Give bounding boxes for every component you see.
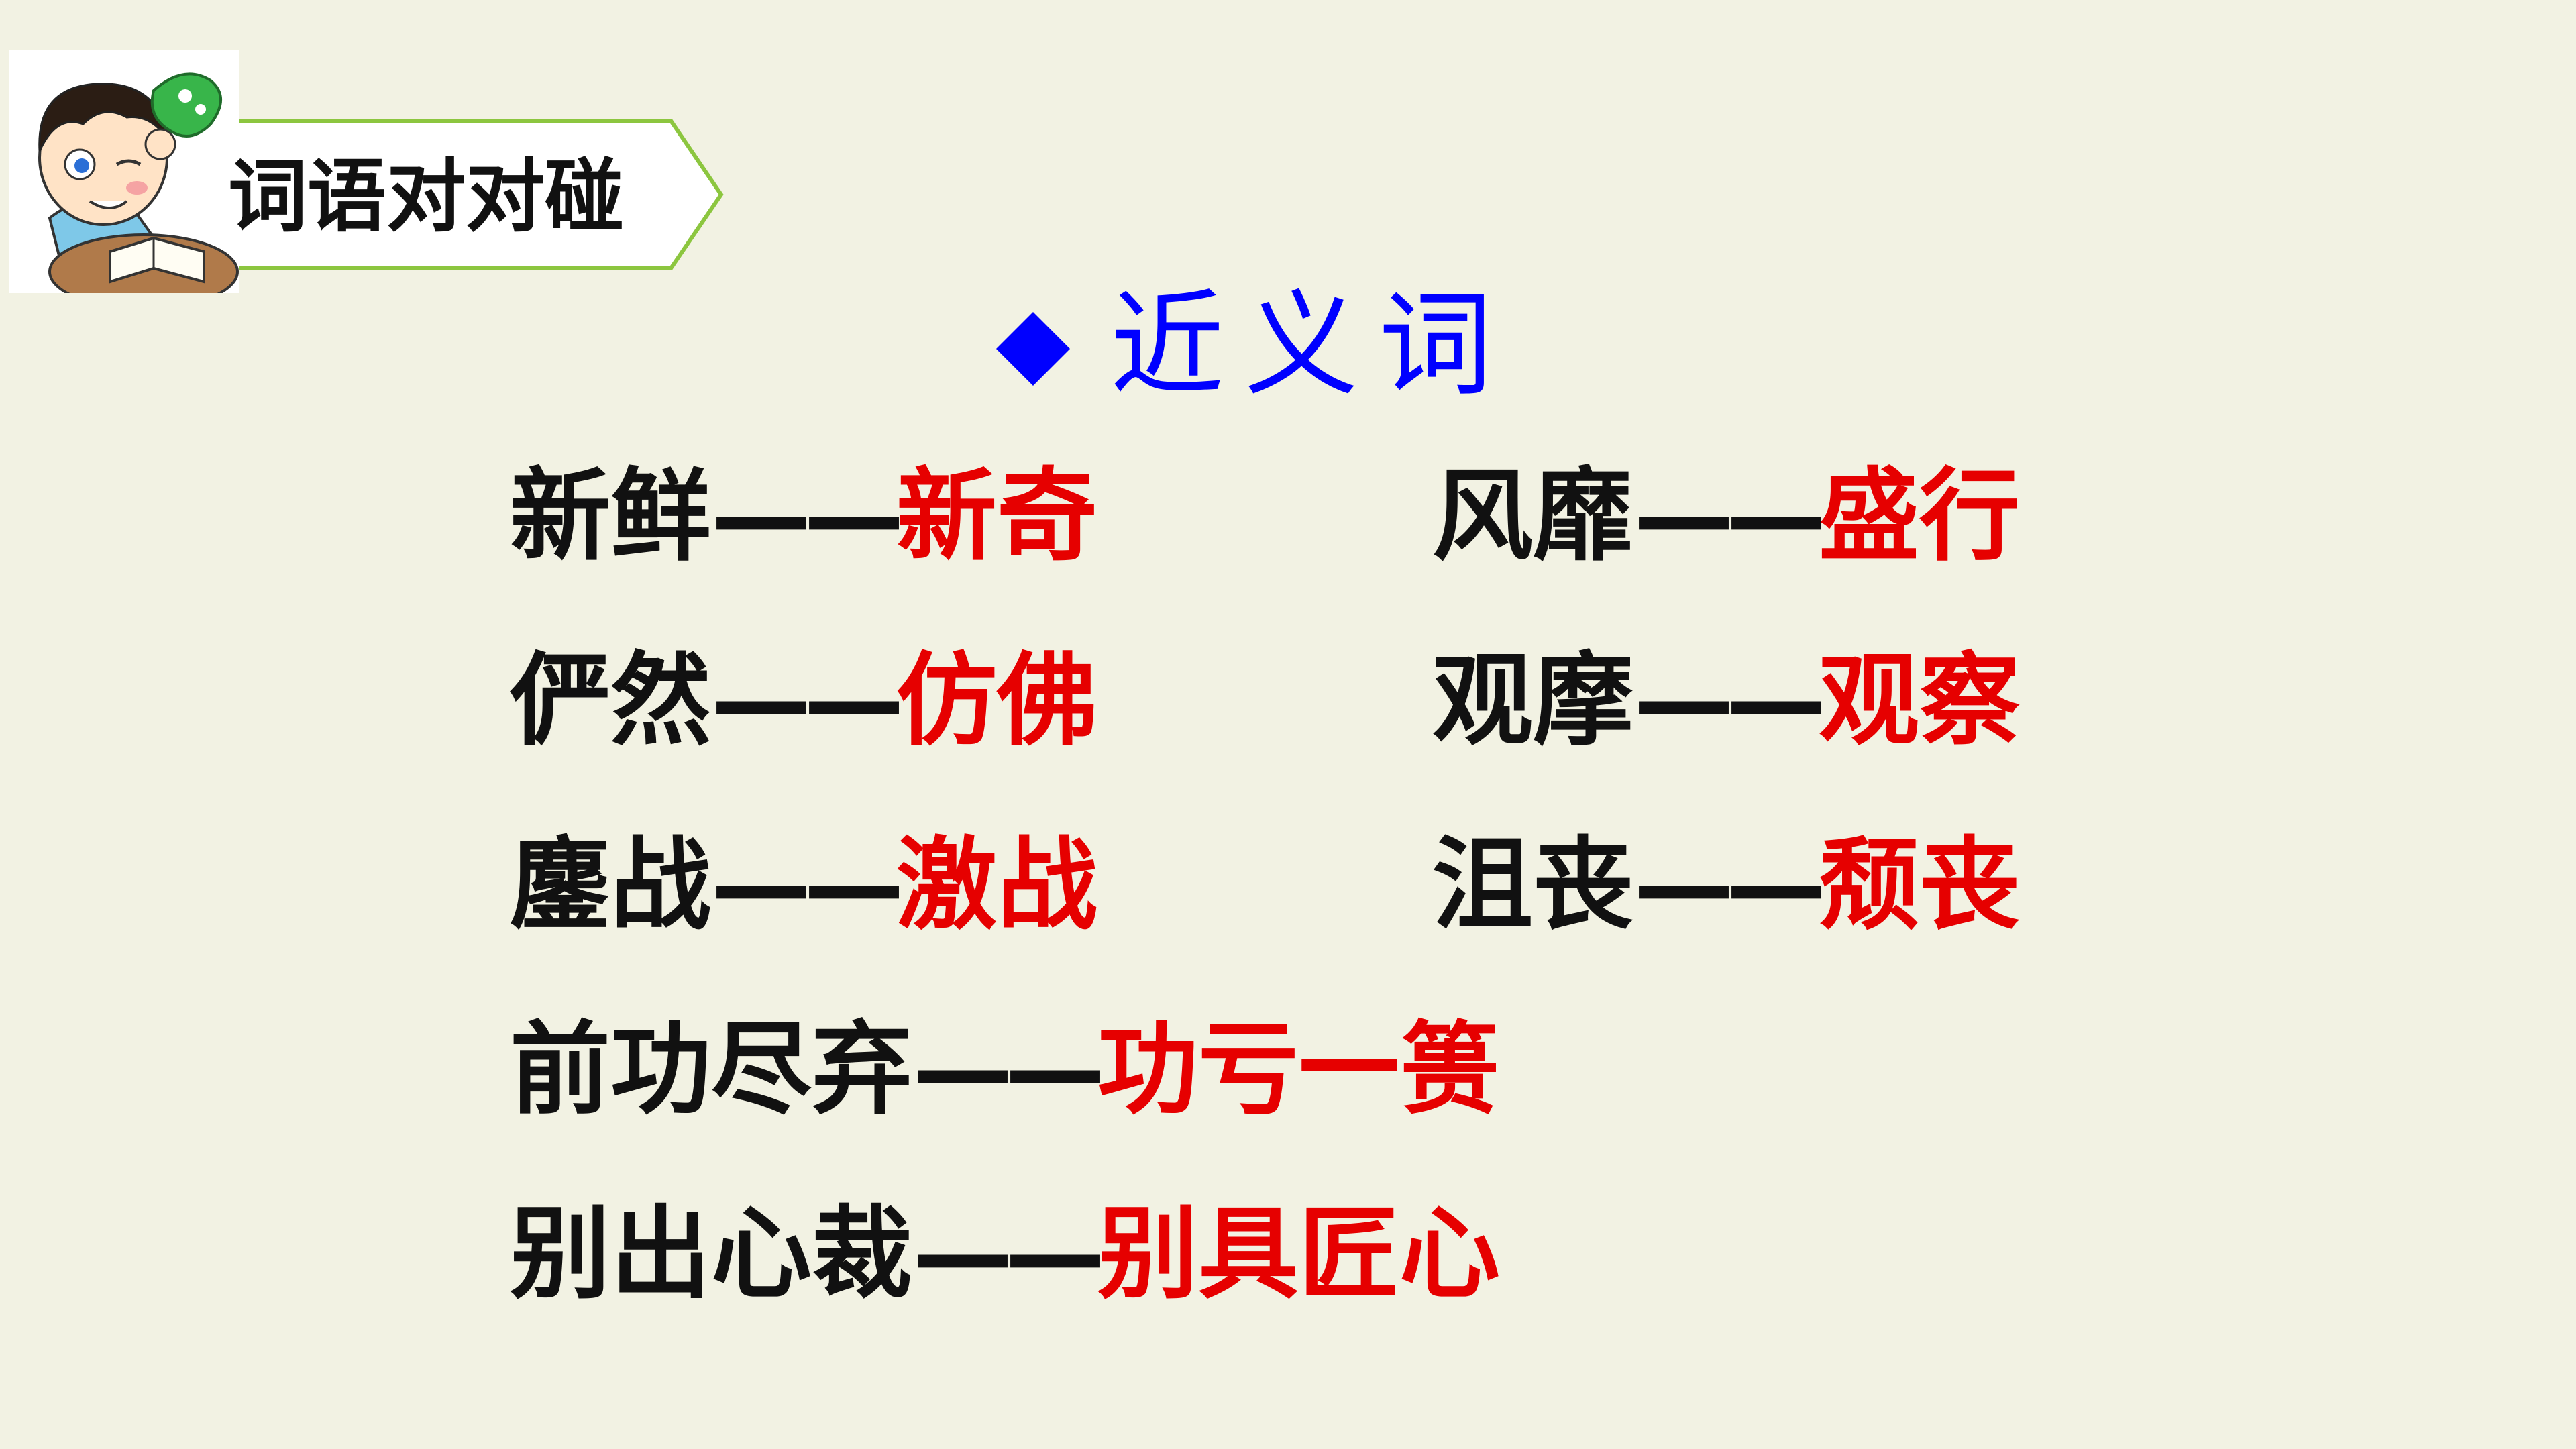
pair-word: 风靡 (1432, 458, 1634, 575)
pair-separator: —— (912, 1196, 1106, 1313)
pair-word: 前功尽弃 (510, 1012, 913, 1128)
synonym-pair: 俨然——仿佛 (510, 641, 1097, 761)
pair-word: 鏖战 (510, 827, 712, 944)
pair-word: 沮丧 (1432, 827, 1634, 944)
pair-separator: —— (711, 458, 904, 575)
synonym-pair: 风靡——盛行 (1432, 456, 2020, 577)
pair-word: 别出心裁 (510, 1196, 913, 1313)
pair-separator: —— (1633, 827, 1827, 944)
synonym-pair: 新鲜——新奇 (510, 456, 1097, 577)
section-heading: 近义词 (996, 282, 1513, 409)
pair-separator: —— (711, 643, 904, 759)
page-title: 词语对对碰 (228, 150, 625, 243)
cartoon-boy-icon (38, 72, 239, 293)
pair-synonym: 激战 (896, 827, 1098, 944)
pair-separator: —— (1633, 643, 1827, 759)
pair-synonym: 仿佛 (896, 643, 1098, 759)
pair-separator: —— (711, 827, 904, 944)
pair-word: 俨然 (510, 643, 712, 759)
pair-synonym: 盛行 (1819, 458, 2021, 575)
pair-synonym: 颓丧 (1819, 827, 2021, 944)
pair-word: 新鲜 (510, 458, 712, 575)
pair-synonym: 新奇 (896, 458, 1098, 575)
synonym-pair: 前功尽弃——功亏一篑 (510, 1010, 1500, 1130)
pair-word: 观摩 (1432, 643, 1634, 759)
pair-separator: —— (912, 1012, 1106, 1128)
diamond-bullet-icon (996, 312, 1070, 386)
cartoon-boy-avatar (9, 50, 239, 293)
section-title: 近义词 (1110, 279, 1513, 412)
pair-synonym: 观察 (1819, 643, 2021, 759)
pair-separator: —— (1633, 458, 1827, 575)
synonym-pair: 别出心裁——别具匠心 (510, 1194, 1500, 1315)
synonym-pair: 观摩——观察 (1432, 641, 2020, 761)
pair-synonym: 功亏一篑 (1097, 1012, 1501, 1128)
pair-synonym: 别具匠心 (1097, 1196, 1501, 1313)
synonym-pair: 鏖战——激战 (510, 825, 1097, 946)
synonym-pair: 沮丧——颓丧 (1432, 825, 2020, 946)
